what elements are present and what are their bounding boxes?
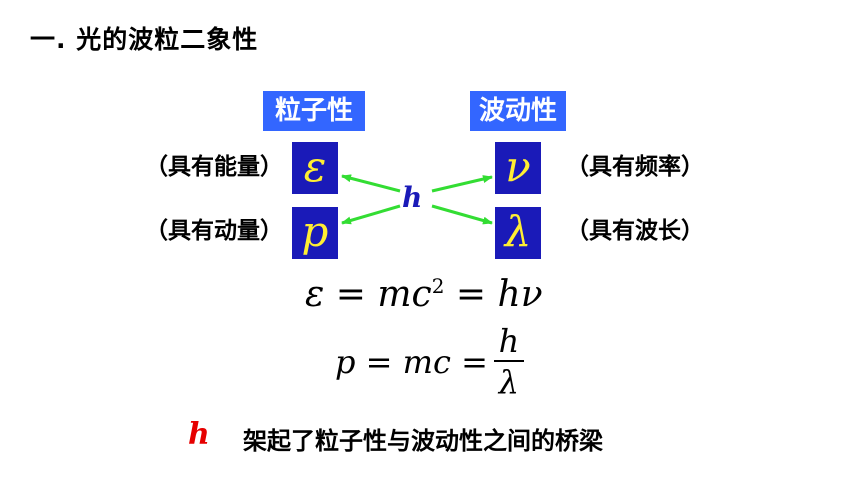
arrow-to-wavelength: [431, 204, 493, 225]
formula2-mc: mc: [402, 343, 451, 381]
formula2-equals-1: =: [365, 343, 393, 381]
fraction-denominator: λ: [498, 363, 520, 401]
formula1-lhs: ε: [305, 274, 325, 315]
momentum-note: （具有动量）: [145, 218, 283, 244]
formula2-lhs: p: [335, 343, 356, 381]
fraction-bar: [493, 360, 524, 362]
arrow-to-frequency: [431, 175, 493, 193]
momentum-formula: p = mc = h λ: [335, 322, 524, 402]
arrow-to-energy: [341, 174, 401, 193]
wavelength-note: （具有波长）: [566, 218, 704, 244]
energy-symbol-box: ε: [292, 142, 338, 194]
formula1-equals-1: =: [335, 274, 366, 315]
wave-label: 波动性: [470, 91, 566, 131]
formula1-rhs: hν: [497, 274, 543, 315]
formula2-equals-2: =: [461, 343, 488, 381]
fraction-numerator: h: [498, 322, 520, 360]
page-title: 一. 光的波粒二象性: [30, 25, 259, 54]
formula2-fraction: h λ: [493, 322, 524, 402]
particle-label: 粒子性: [263, 91, 365, 131]
wavelength-symbol-box: λ: [495, 207, 541, 259]
frequency-symbol-box: ν: [495, 142, 541, 194]
planck-constant-center: h: [402, 181, 423, 214]
frequency-note: （具有频率）: [566, 154, 704, 180]
planck-constant-bottom: h: [188, 417, 210, 452]
energy-formula: ε = mc2 = hν: [305, 274, 543, 315]
momentum-symbol-box: p: [292, 207, 338, 259]
formula1-exponent: 2: [431, 274, 445, 298]
energy-note: （具有能量）: [145, 154, 283, 180]
formula1-equals-2: =: [455, 274, 487, 315]
formula1-mc: mc: [377, 274, 432, 315]
bridge-statement: 架起了粒子性与波动性之间的桥梁: [243, 427, 603, 455]
arrow-to-momentum: [341, 204, 401, 225]
